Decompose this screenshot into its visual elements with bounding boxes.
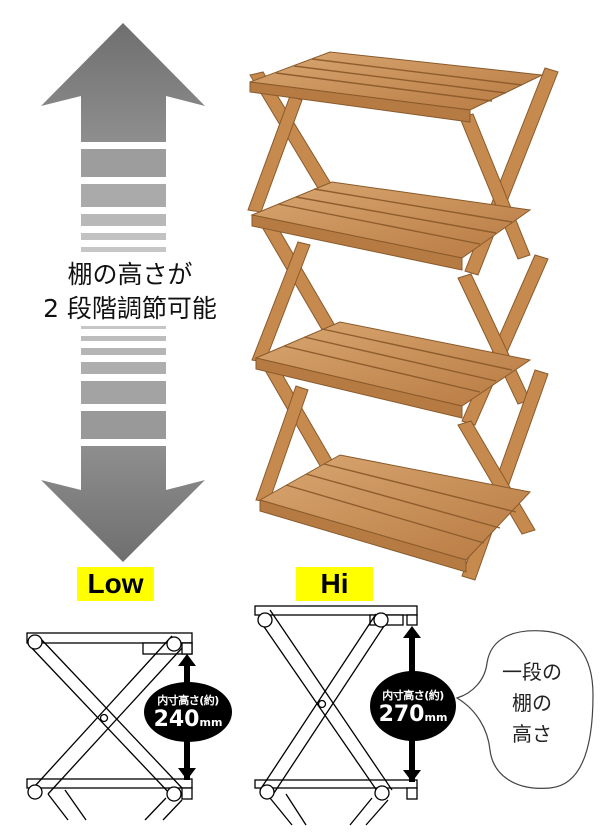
speech-bubble-text: 一段の 棚の 高さ bbox=[492, 657, 572, 750]
low-measure-label: 内寸高さ(約) bbox=[157, 694, 219, 707]
hi-measure-value: 270mm bbox=[378, 702, 448, 727]
caption-line-2: 2 段階調節可能 bbox=[20, 292, 240, 326]
hi-measure-badge: 内寸高さ(約) 270mm bbox=[370, 671, 456, 741]
product-photo bbox=[247, 51, 559, 581]
low-measure-badge: 内寸高さ(約) 240mm bbox=[144, 682, 232, 742]
hi-height-diagram bbox=[254, 605, 421, 826]
low-measure-value: 240mm bbox=[153, 707, 223, 732]
hi-measure-label: 内寸高さ(約) bbox=[382, 689, 444, 702]
bubble-line-2: 棚の bbox=[512, 691, 552, 715]
bubble-line-1: 一段の bbox=[502, 660, 562, 684]
low-label: Low bbox=[77, 567, 154, 601]
bubble-line-3: 高さ bbox=[512, 722, 552, 746]
low-height-diagram bbox=[26, 632, 196, 821]
hi-label: Hi bbox=[296, 567, 373, 601]
caption-line-1: 棚の高さが bbox=[20, 258, 240, 292]
height-adjust-caption: 棚の高さが 2 段階調節可能 bbox=[20, 258, 240, 326]
height-adjust-arrow-icon bbox=[41, 23, 205, 562]
speech-bubble-icon bbox=[455, 630, 594, 789]
